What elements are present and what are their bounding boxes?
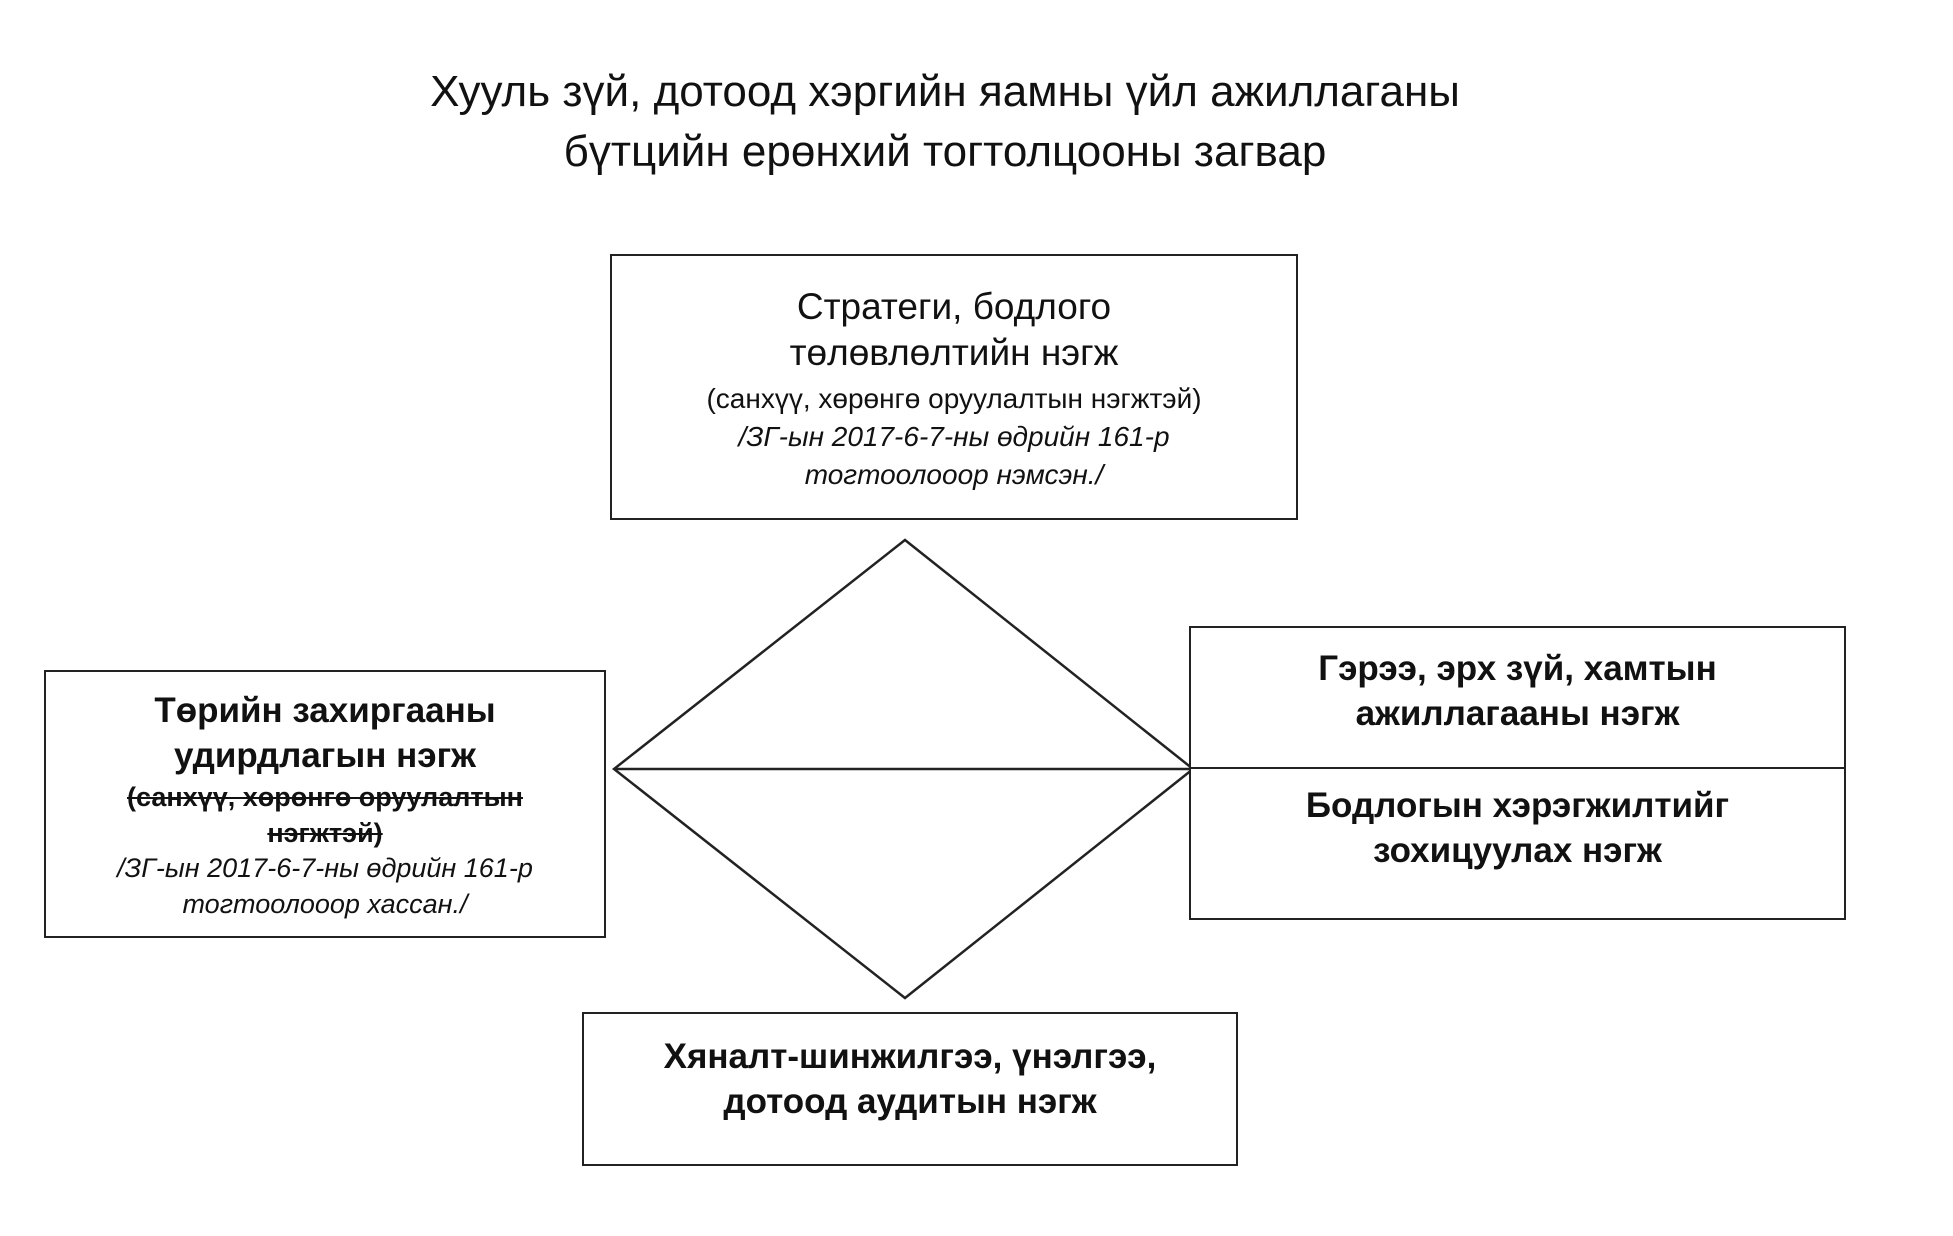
monitoring-unit-name-line-2: дотоод аудитын нэгж xyxy=(723,1082,1097,1121)
policy-unit-name-line-1: Бодлогын хэрэгжилтийг xyxy=(1305,786,1730,825)
strategy-unit-note-line-2: тогтоолооор нэмсэн./ xyxy=(804,459,1104,490)
diagram-title-line-2: бүтцийн ерөнхий тогтолцооны загвар xyxy=(563,127,1327,176)
policy-unit-name-line-2: зохицуулах нэгж xyxy=(1373,831,1662,870)
monitoring-unit-name-line-1: Хяналт-шинжилгээ, үнэлгээ, xyxy=(663,1037,1157,1076)
admin-unit-name-line-1: Төрийн захиргааны xyxy=(154,691,496,730)
strategy-unit-note-line-1: /ЗГ-ын 2017-6-7-ны өдрийн 161-р xyxy=(738,421,1170,452)
policy-implementation-unit-cell: Бодлогын хэрэгжилтийг зохицуулах нэгж xyxy=(1191,767,1844,920)
admin-unit-struck-line-1: (санхүү, хөрөнгө оруулалтын xyxy=(127,782,523,812)
central-diamond xyxy=(611,538,1196,1000)
strategy-unit-name-line-1: Стратеги, бодлого xyxy=(796,286,1112,327)
monitoring-audit-unit-box: Хяналт-шинжилгээ, үнэлгээ, дотоод аудиты… xyxy=(582,1012,1238,1166)
contract-legal-unit-cell: Гэрээ, эрх зүй, хамтын ажиллагааны нэгж xyxy=(1191,628,1844,767)
contract-unit-name-line-2: ажиллагааны нэгж xyxy=(1355,694,1680,733)
strategy-unit-name-line-2: төлөвлөлтийн нэгж xyxy=(789,332,1119,373)
diagram-title-line-1: Хууль зүй, дотоод хэргийн яамны үйл ажил… xyxy=(430,67,1460,116)
contract-unit-name-line-1: Гэрээ, эрх зүй, хамтын xyxy=(1318,649,1717,688)
admin-unit-struck-line-2: нэгжтэй) xyxy=(267,818,383,848)
admin-unit-note-line-1: /ЗГ-ын 2017-6-7-ны өдрийн 161-р xyxy=(117,853,533,883)
public-administration-unit-box: Төрийн захиргааны удирдлагын нэгж (санхү… xyxy=(44,670,606,938)
right-units-box: Гэрээ, эрх зүй, хамтын ажиллагааны нэгж … xyxy=(1189,626,1846,920)
admin-unit-name-line-2: удирдлагын нэгж xyxy=(174,736,476,775)
diagram-title: Хууль зүй, дотоод хэргийн яамны үйл ажил… xyxy=(0,62,1890,182)
strategy-planning-unit-box: Стратеги, бодлого төлөвлөлтийн нэгж (сан… xyxy=(610,254,1298,520)
strategy-unit-subtitle: (санхүү, хөрөнгө оруулалтын нэгжтэй) xyxy=(706,383,1202,414)
admin-unit-note-line-2: тогтоолооор хассан./ xyxy=(182,889,468,919)
